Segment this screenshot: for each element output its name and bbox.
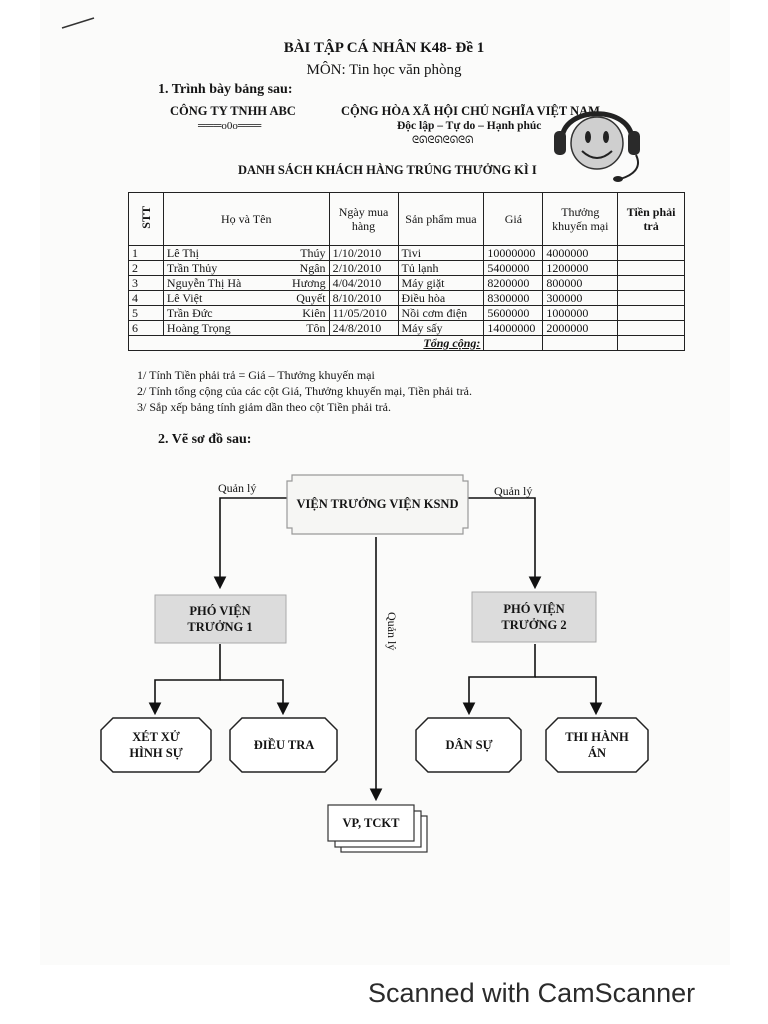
last-name: Thúy (300, 246, 326, 260)
cell-date: 24/8/2010 (328, 320, 399, 336)
first-name: Trần Đức (166, 306, 213, 320)
note-3: 3/ Sắp xếp bảng tính giảm dần theo cột T… (137, 400, 391, 414)
cell-date: 1/10/2010 (328, 245, 399, 261)
company-mark: ═══o0o═══ (198, 120, 262, 132)
node-thi-hanh-an: THI HÀNH ÁN (565, 730, 629, 760)
total-price (483, 335, 544, 351)
col-header-price: Giá (483, 192, 544, 246)
cell-date: 8/10/2010 (328, 290, 399, 306)
col-header-date: Ngày mua hàng (328, 192, 399, 246)
last-name: Tôn (306, 321, 326, 335)
node-vien-truong: VIỆN TRƯỞNG VIỆN KSND (296, 497, 459, 511)
list-title: DANH SÁCH KHÁCH HÀNG TRÚNG THƯỞNG KÌ I (238, 163, 537, 177)
scanner-watermark: Scanned with CamScanner (368, 978, 696, 1008)
node-dan-su: DÂN SỰ (445, 738, 493, 752)
total-bonus (542, 335, 619, 351)
cell-price: 8300000 (483, 290, 544, 306)
nation-header: CỘNG HÒA XÃ HỘI CHỦ NGHĨA VIỆT NAM (341, 104, 600, 118)
cell-price: 14000000 (483, 320, 544, 336)
customer-table: STT Họ và Tên Ngày mua hàng Sản phẩm mua… (127, 192, 685, 351)
doc-subject: MÔN: Tin học văn phòng (306, 62, 462, 78)
doc-title: BÀI TẬP CÁ NHÂN K48- Đề 1 (283, 40, 485, 56)
first-name: Trần Thủy (166, 261, 218, 275)
cell-name: Hoàng Trọng Tôn (162, 320, 330, 336)
ornament: ᘓᘏᘓᘏᘓᘏᘓᘏ (412, 135, 474, 146)
edge-label-right: Quản lý (494, 484, 533, 498)
cell-bonus: 4000000 (542, 245, 619, 261)
total-pay (617, 335, 685, 351)
edge-label-center: Quản lý (385, 612, 399, 651)
col-header-product: Sản phẩm mua (397, 192, 485, 246)
last-name: Kiên (302, 306, 326, 320)
first-name: Lê Việt (166, 291, 203, 305)
cell-product: Điều hòa (397, 290, 485, 306)
motto: Độc lập – Tự do – Hạnh phúc (397, 120, 542, 132)
section-2-heading: 2. Vẽ sơ đồ sau: (158, 432, 252, 447)
smiley-headphones-icon (554, 111, 640, 182)
col-header-bonus: Thưởng khuyến mại (542, 192, 619, 246)
last-name: Ngân (299, 261, 326, 275)
total-label: Tổng cộng: (127, 335, 485, 351)
node-dieu-tra: ĐIỀU TRA (253, 738, 315, 752)
cell-date: 4/04/2010 (328, 275, 399, 291)
cell-date: 11/05/2010 (328, 305, 399, 321)
node-pho-vien-truong-1: PHÓ VIỆN TRƯỞNG 1 (187, 604, 253, 634)
pen-mark (61, 17, 95, 29)
last-name: Quyết (296, 291, 326, 305)
table-total-row: Tổng cộng: (127, 335, 685, 351)
edge-label-left: Quản lý (218, 481, 257, 495)
first-name: Lê Thị (166, 246, 200, 260)
note-2: 2/ Tính tổng cộng của các cột Giá, Thưởn… (137, 384, 473, 398)
last-name: Hương (292, 276, 326, 290)
company-name: CÔNG TY TNHH ABC (170, 104, 296, 118)
node-pho-vien-truong-2: PHÓ VIỆN TRƯỞNG 2 (501, 602, 567, 632)
node-vp-tckt: VP, TCKT (342, 816, 400, 830)
cell-product: Nồi cơm điện (397, 305, 485, 321)
node-xet-xu-hinh-su: XÉT XỬ HÌNH SỰ (129, 730, 183, 760)
cell-price: 8200000 (483, 275, 544, 291)
first-name: Nguyễn Thị Hà (166, 276, 242, 290)
cell-name: Trần Đức Kiên (162, 305, 330, 321)
note-1: 1/ Tính Tiền phải trả = Giá – Thưởng khu… (137, 368, 375, 382)
first-name: Hoàng Trọng (166, 321, 231, 335)
section-1-heading: 1. Trình bày bảng sau: (158, 82, 293, 97)
